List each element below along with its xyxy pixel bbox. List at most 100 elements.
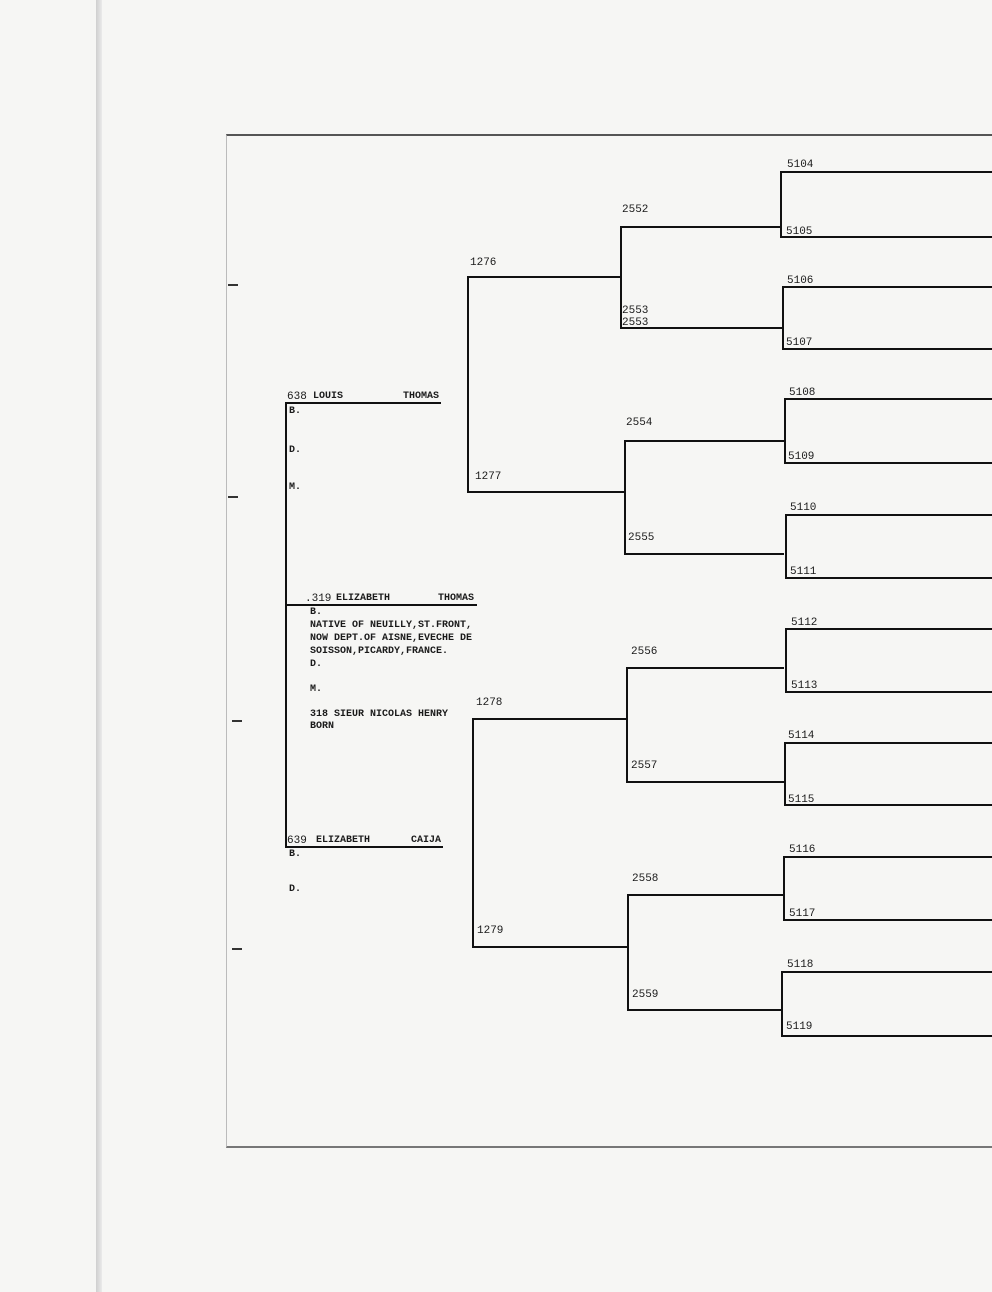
person-319-birth: B.: [310, 607, 323, 618]
gen4-label-5105: 5105: [786, 226, 813, 238]
gen4-line-5111: [785, 577, 992, 579]
person-638-death: D.: [289, 445, 302, 456]
gen4-label-5117: 5117: [789, 908, 816, 920]
person-319-death: D.: [310, 659, 323, 670]
gen4-label-5118: 5118: [787, 959, 814, 971]
gen3-line-2552: [620, 226, 780, 228]
gen2-line-1276: [467, 276, 621, 278]
gen3-line-2559: [627, 1009, 783, 1011]
person-319-spouse: 318 SIEUR NICOLAS HENRY: [310, 709, 449, 720]
gen3-line-2555: [624, 553, 784, 555]
gen2-label-1279: 1279: [477, 925, 504, 937]
gen4-label-5108: 5108: [789, 387, 816, 399]
gen4-bracket-vertical: [782, 286, 784, 349]
person-638-line: [285, 402, 441, 404]
gen4-line-5113: [785, 691, 992, 693]
person-319-note-line1: NATIVE OF NEUILLY,ST.FRONT,: [310, 620, 473, 631]
gen3-label-2554: 2554: [626, 417, 653, 429]
gen4-label-5115: 5115: [788, 794, 815, 806]
gen4-line-5108: [784, 398, 992, 400]
gen4-line-5107: [782, 348, 992, 350]
gen3-line-2554: [624, 440, 784, 442]
person-319-line: [285, 604, 477, 606]
person-639-number: 639: [287, 835, 307, 847]
gen2-label-1278: 1278: [476, 697, 503, 709]
gen4-label-5110: 5110: [790, 502, 817, 514]
gen3-line-2553: [620, 327, 782, 329]
person-639-given-name: ELIZABETH: [316, 835, 371, 846]
margin-tick: [228, 496, 238, 498]
gen3-line-2556: [626, 667, 784, 669]
gen3-label-2558: 2558: [632, 873, 659, 885]
paper-edge: [96, 0, 102, 1292]
gen4-bracket-vertical: [780, 171, 782, 237]
person-319-given-name: ELIZABETH: [336, 593, 391, 604]
gen4-line-5114: [784, 742, 992, 744]
gen4-label-5106: 5106: [787, 275, 814, 287]
gen3-bracket-vertical: [627, 894, 629, 1010]
gen3-bracket-vertical: [624, 440, 626, 554]
person-639-birth: B.: [289, 849, 302, 860]
gen4-line-5105: [780, 236, 992, 238]
person-319-marriage: M.: [310, 684, 323, 695]
gen3-label-2557: 2557: [631, 760, 658, 772]
gen4-bracket-vertical: [785, 628, 787, 692]
gen4-line-5112: [785, 628, 992, 630]
person-638-birth: B.: [289, 406, 302, 417]
person-319-surname: THOMAS: [438, 593, 475, 604]
gen4-line-5109: [784, 462, 992, 464]
gen4-line-5119: [781, 1035, 992, 1037]
gen4-label-5114: 5114: [788, 730, 815, 742]
person-639-surname: CAIJA: [411, 835, 442, 846]
gen4-label-5111: 5111: [790, 566, 817, 578]
gen4-bracket-vertical: [784, 742, 786, 805]
gen4-label-5116: 5116: [789, 844, 816, 856]
person-639-death: D.: [289, 884, 302, 895]
person-319-number: .319: [305, 593, 332, 605]
person-319-note-line3: SOISSON,PICARDY,FRANCE.: [310, 646, 449, 657]
person-638-marriage: M.: [289, 482, 302, 493]
gen4-line-5115: [784, 804, 992, 806]
gen4-label-5107: 5107: [786, 337, 813, 349]
gen3-line-2558: [627, 894, 783, 896]
gen3-bracket-vertical: [626, 667, 628, 782]
gen2-line-1277: [467, 491, 625, 493]
chart-frame: [226, 134, 992, 1148]
gen4-line-5117: [783, 919, 992, 921]
gen3-label-2553-repeat: 2553: [622, 317, 649, 329]
person-638-surname: THOMAS: [403, 391, 440, 402]
gen4-bracket-vertical: [785, 514, 787, 578]
gen4-bracket-vertical: [784, 398, 786, 463]
gen4-line-5118: [781, 971, 992, 973]
gen3-label-2553: 2553: [622, 305, 649, 317]
gen4-label-5113: 5113: [791, 680, 818, 692]
gen2-line-1278: [472, 718, 628, 720]
gen4-bracket-vertical: [783, 856, 785, 920]
gen3-line-2557: [626, 781, 784, 783]
person-638-number: 638: [287, 391, 307, 403]
gen2-label-1277: 1277: [475, 471, 502, 483]
gen2-bracket-bottom-vertical: [472, 718, 474, 948]
gen4-line-5116: [783, 856, 992, 858]
margin-tick: [228, 284, 238, 286]
gen4-label-5112: 5112: [791, 617, 818, 629]
gen4-label-5109: 5109: [788, 451, 815, 463]
gen2-bracket-top-vertical: [467, 276, 469, 493]
gen3-label-2552: 2552: [622, 204, 649, 216]
gen3-bracket-vertical: [620, 226, 622, 328]
gen2-line-1279: [472, 946, 628, 948]
margin-tick: [232, 948, 242, 950]
person-319-note-line2: NOW DEPT.OF AISNE,EVECHE DE: [310, 633, 473, 644]
gen4-line-5106: [782, 286, 992, 288]
gen3-label-2559: 2559: [632, 989, 659, 1001]
person-319-spouse-born: BORN: [310, 721, 335, 732]
person-639-line: [285, 846, 443, 848]
gen1-bracket-vertical: [285, 402, 287, 846]
gen3-label-2556: 2556: [631, 646, 658, 658]
gen4-line-5110: [785, 514, 992, 516]
gen4-line-5104: [780, 171, 992, 173]
gen2-label-1276: 1276: [470, 257, 497, 269]
gen4-bracket-vertical: [781, 971, 783, 1036]
gen4-label-5119: 5119: [786, 1021, 813, 1033]
gen3-label-2555: 2555: [628, 532, 655, 544]
